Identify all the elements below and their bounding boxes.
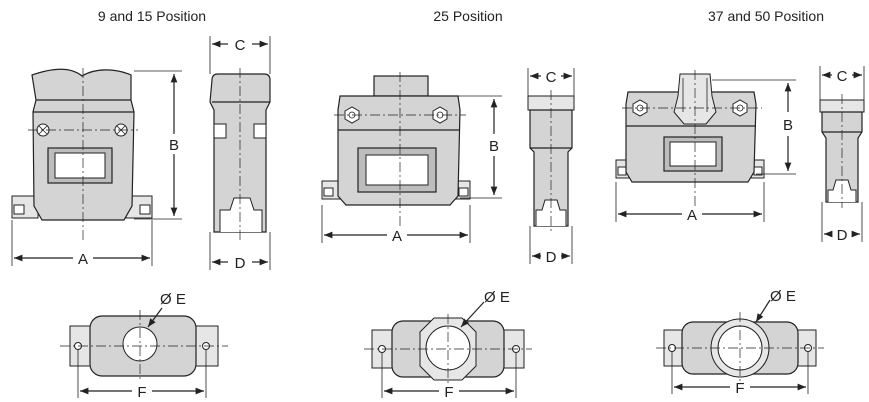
label-b-37-50: B <box>783 117 793 134</box>
dimension-b-9-15 <box>134 70 182 220</box>
front-view-25 <box>321 72 471 228</box>
label-e-9-15: Ø E <box>160 291 186 308</box>
dimension-d-25 <box>529 226 573 264</box>
label-a-25: A <box>392 228 402 245</box>
label-c-25: C <box>546 69 557 86</box>
dimension-e-37-50 <box>755 299 771 323</box>
label-f-37-50: F <box>735 380 744 397</box>
dimension-c-37-50 <box>819 66 865 100</box>
dimension-b-25 <box>430 95 502 199</box>
top-view-25 <box>364 314 532 384</box>
top-view-37-50 <box>656 312 824 384</box>
label-a-37-50: A <box>687 207 697 224</box>
dimension-d-9-15 <box>209 232 271 270</box>
dimension-c-25 <box>527 68 575 96</box>
dimension-d-37-50 <box>821 202 863 242</box>
top-view-9-15 <box>60 310 228 380</box>
label-b-25: B <box>489 138 499 155</box>
variant-title-37-50: 37 and 50 Position <box>708 8 824 24</box>
dimension-a-25 <box>321 205 471 243</box>
label-e-37-50: Ø E <box>770 288 796 305</box>
label-c-37-50: C <box>837 68 848 85</box>
label-d-37-50: D <box>837 227 848 244</box>
label-b-9-15: B <box>169 137 179 154</box>
variant-title-25: 25 Position <box>433 8 502 24</box>
dimension-c-9-15 <box>209 36 271 74</box>
dimension-a-9-15 <box>11 220 153 266</box>
label-e-25: Ø E <box>484 289 510 306</box>
dimension-a-37-50 <box>615 182 765 222</box>
label-c-9-15: C <box>235 37 246 54</box>
dimension-b-37-50 <box>712 79 796 175</box>
label-f-9-15: F <box>137 384 146 401</box>
front-view-37-50 <box>615 70 765 206</box>
dimension-e-9-15 <box>147 307 163 328</box>
label-a-9-15: A <box>78 251 88 268</box>
label-f-25: F <box>444 384 453 401</box>
side-view-9-15 <box>209 68 271 240</box>
label-d-25: D <box>546 249 557 266</box>
front-view-9-15 <box>11 68 153 240</box>
dimension-f-9-15 <box>77 350 207 398</box>
variant-title-9-15: 9 and 15 Position <box>98 8 206 24</box>
label-d-9-15: D <box>235 255 246 272</box>
side-view-25 <box>527 90 575 232</box>
dimension-f-25 <box>381 353 517 398</box>
dimension-e-25 <box>460 301 485 328</box>
dimension-f-37-50 <box>671 352 809 394</box>
side-view-37-50 <box>819 94 865 208</box>
